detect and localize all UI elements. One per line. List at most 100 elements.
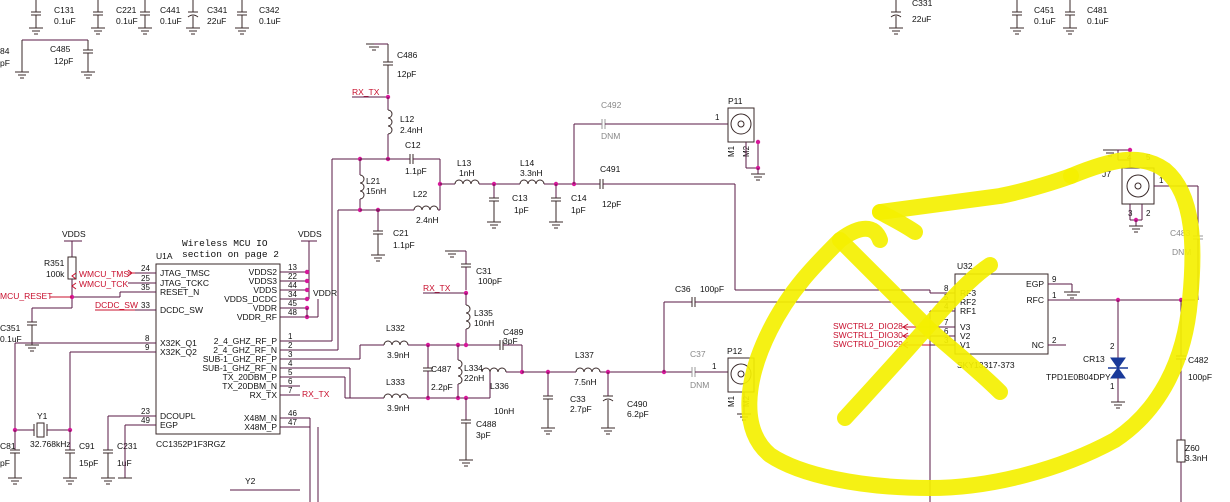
cap-ref: C331 [912,0,933,8]
net-label-rx-tx: RX_TX [352,87,380,97]
inductor-val: 22nH [464,373,484,383]
net-label-dcdc-sw: DCDC_SW [95,300,138,310]
pin-num: 1 [1110,382,1115,391]
cap-ref: C489 [503,327,524,337]
cap-c485: C485 12pF [15,39,95,79]
pin-name: X48M_N [244,413,277,423]
switch-part: SKY13317-373 [957,360,1015,370]
pin-num: 24 [141,264,150,273]
cap-ref: C341 [207,5,228,15]
net-label-swctrl0: SWCTRL0_DIO29 [833,339,903,349]
pin-name: 2_4_GHZ_RF_P [214,336,278,346]
pin-name: X32K_Q1 [160,338,197,348]
pin-num: 22 [288,272,297,281]
diode-ref: CR13 [1083,354,1105,364]
cap-ref: C483 [1170,228,1191,238]
connector-ref: P12 [727,346,742,356]
cap-ref: C14 [571,193,587,203]
cap-val: 3pF [476,430,491,440]
cap-c14: C14 1pF [549,184,587,229]
pin-num: 34 [288,290,297,299]
pin-name: VDDR [253,303,277,313]
pin-num: 7 [944,318,949,327]
rail-vddr: VDDR [313,288,337,298]
cap-c486: C486 12pF [366,43,418,94]
cap-val: DNM [1172,247,1191,257]
pin-name: JTAG_TMSC [160,268,210,278]
cap-c131: C131 0.1uF [29,0,76,35]
mcu-body [155,263,281,435]
section-note: Wireless MCU IO [182,238,268,249]
cap-val: 100pF [1188,372,1212,382]
esd-diode-cr13: CR13 TPD1E0B04DPY 2 1 [1046,300,1128,409]
rf-sub1ghz-network: C31 100pF RX_TX L335 10nH L332 3.9nH L33… [300,250,948,467]
cap-val: 0.1uF [1034,16,1056,26]
cap-ref: C488 [476,419,497,429]
pin-num: 1 [715,113,720,122]
cap-val: 1pF [571,205,586,215]
rail-vdds: VDDS [62,229,86,239]
inductor-val: 2.4nH [400,125,423,135]
pin-num: 1 [288,332,293,341]
cap-ref: C485 [50,44,71,54]
pin-name: JTAG_TCKC [160,278,209,288]
cap-c12: C12 1.1pF [405,140,440,176]
pin-num: 13 [288,263,297,272]
cap-ref: C487 [431,364,452,374]
inductor-val: 15nH [366,186,386,196]
crystal-ref: Y1 [37,411,48,421]
cap-ref: C131 [54,5,75,15]
cap-ref: C21 [393,228,409,238]
cap-ref: C481 [1087,5,1108,15]
inductor-ref: L335 [474,308,493,318]
crystal-val: 32.768kHz [30,439,71,449]
pin-num: 1 [712,362,717,371]
cap-val: 0.1uF [0,334,22,344]
pin-num: 2 [1146,209,1151,218]
cap-val: pF [0,458,10,468]
rail-vdds: VDDS [298,229,322,239]
pin-num: 2 [288,341,293,350]
pin-name: V2 [960,331,971,341]
cap-val: 0.1uF [1087,16,1109,26]
cap-c342: C342 0.1uF [235,0,281,35]
net-label-swctrl2: SWCTRL2_DIO28 [833,321,903,331]
cap-ref: C231 [117,441,138,451]
inductor-ref: L334 [464,363,483,373]
cap-val: 2.7pF [570,404,592,414]
cap-ref: C91 [79,441,95,451]
cap-c481: C481 0.1uF [1063,0,1109,35]
cap-ref: C13 [512,193,528,203]
cap-c341: C341 22uF [186,0,228,35]
pin-num: 8 [944,284,949,293]
cap-c491: C491 12pF [599,164,621,209]
cap-ref: C351 [0,323,21,333]
cap-val: 15pF [79,458,98,468]
pin-name: VDDR_RF [237,312,277,322]
cap-val: 22uF [207,16,226,26]
cap-val: 0.1uF [160,16,182,26]
cap-ref: C12 [405,140,421,150]
pin-name: X48M_P [244,422,277,432]
pin-num: 6 [288,377,293,386]
pin-num: 7 [288,386,293,395]
cap-val: 1uF [117,458,132,468]
cap-ref: C451 [1034,5,1055,15]
pin-name: VDDS_DCDC [224,294,277,304]
cap-c331: C331 22uF [889,0,933,35]
inductor-val: 7.5nH [574,377,597,387]
cap-val: 2.2pF [431,382,453,392]
diode-part: TPD1E0B04DPY [1046,372,1111,382]
cap-ref: C81 [0,441,16,451]
cap-c221: C221 0.1uF [91,0,138,35]
cap-val: 3pF [503,336,518,346]
net-label-wmcu-tms: WMCU_TMS [79,269,129,279]
inductor-l21: L21 15nH [359,159,386,210]
inductor-l22: L22 2.4nH [413,189,440,225]
pin-name: X32K_Q2 [160,347,197,357]
pin-num: 8 [145,334,150,343]
connector-ref: J7 [1102,169,1111,179]
pin-name: DCDC_SW [160,305,203,315]
inductor-ref: Z60 [1185,443,1200,453]
cap-val: 0.1uF [116,16,138,26]
